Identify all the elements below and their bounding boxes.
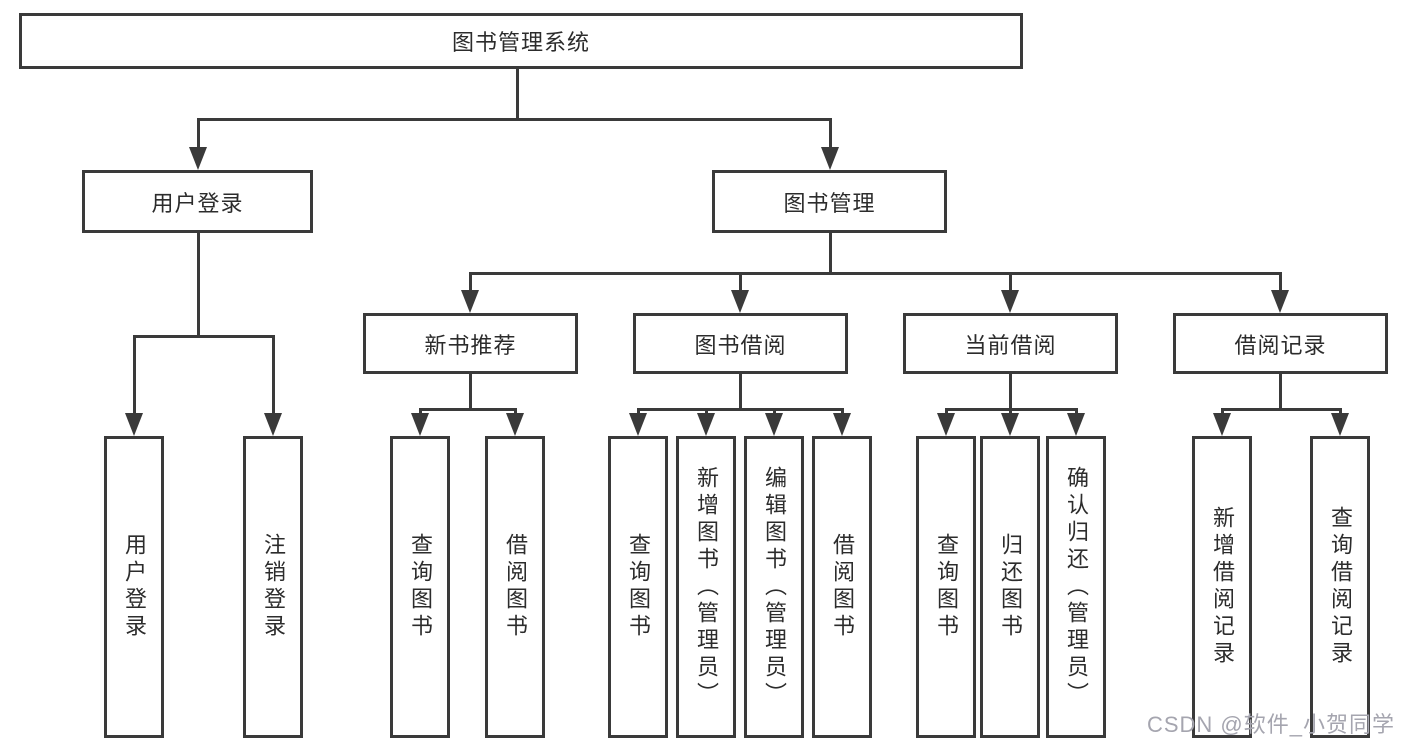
arrowhead-cb-query <box>937 413 955 436</box>
arrowhead-bb-borrow <box>833 413 851 436</box>
connector-root-stem <box>515 68 519 120</box>
connector-borrowing-records-stem <box>1278 373 1282 410</box>
arrowhead-nbr-query <box>411 413 429 436</box>
node-label: 当前借阅 <box>964 332 1057 358</box>
arrowhead-bb-edit <box>765 413 783 436</box>
connector-new-book-rec-bar <box>418 408 517 411</box>
connector-to-cb-query <box>944 408 948 416</box>
leaf-bb-borrow-books: 借阅图书 <box>812 436 872 738</box>
arrowhead-br-query <box>1331 413 1349 436</box>
connector-level2-bar <box>196 118 832 121</box>
arrowhead-leaf-user-login <box>125 413 143 436</box>
connector-to-nbr-query <box>418 408 422 416</box>
connector-to-bb-edit <box>772 408 776 416</box>
connector-to-user-login <box>196 118 200 150</box>
connector-new-book-rec-stem <box>468 373 472 410</box>
node-label: 图书管理系统 <box>451 30 590 55</box>
node-label: 用户登录 <box>122 533 147 641</box>
connector-to-book-borrowing <box>738 272 742 293</box>
connector-to-new-book-rec <box>468 272 472 293</box>
arrowhead-leaf-logout <box>264 413 282 436</box>
connector-book-borrowing-stem <box>738 373 742 410</box>
arrowhead-book-management <box>821 147 839 170</box>
connector-to-leaf-user-login <box>132 335 136 416</box>
arrowhead-cb-return <box>1001 413 1019 436</box>
leaf-cb-confirm-return-admin: 确认归还（管理员） <box>1046 436 1106 738</box>
node-label: 编辑图书（管理员） <box>762 465 787 709</box>
node-label: 查询图书 <box>934 533 959 641</box>
node-label: 查询图书 <box>626 533 651 641</box>
arrowhead-br-add <box>1213 413 1231 436</box>
node-new-book-recommendation: 新书推荐 <box>363 313 578 374</box>
leaf-user-login: 用户登录 <box>104 436 164 738</box>
arrowhead-new-book-rec <box>461 290 479 313</box>
node-label: 归还图书 <box>998 533 1023 641</box>
node-user-login: 用户登录 <box>82 170 313 233</box>
node-label: 查询图书 <box>408 533 433 641</box>
leaf-cb-query-books: 查询图书 <box>916 436 976 738</box>
connector-to-bb-borrow <box>840 408 844 416</box>
node-label: 借阅记录 <box>1234 332 1327 358</box>
node-book-borrowing: 图书借阅 <box>633 313 848 374</box>
leaf-bb-edit-books-admin: 编辑图书（管理员） <box>744 436 804 738</box>
connector-to-bb-add <box>704 408 708 416</box>
connector-to-cb-return <box>1008 408 1012 416</box>
node-book-management: 图书管理 <box>712 170 947 233</box>
leaf-logout: 注销登录 <box>243 436 303 738</box>
connector-borrowing-records-bar <box>1220 408 1342 411</box>
leaf-cb-return-books: 归还图书 <box>980 436 1040 738</box>
node-label: 注销登录 <box>261 533 286 641</box>
node-label: 新书推荐 <box>424 332 517 358</box>
connector-to-current-borrowing <box>1008 272 1012 293</box>
arrowhead-cb-confirm <box>1067 413 1085 436</box>
arrowhead-bb-query <box>629 413 647 436</box>
node-label: 图书管理 <box>783 190 876 216</box>
arrowhead-current-borrowing <box>1001 290 1019 313</box>
leaf-br-add-borrow-record: 新增借阅记录 <box>1192 436 1252 738</box>
connector-to-borrowing-records <box>1278 272 1282 293</box>
node-label: 新增借阅记录 <box>1210 506 1235 668</box>
leaf-nbr-borrow-books: 借阅图书 <box>485 436 545 738</box>
watermark-text: CSDN @软件_小贺同学 <box>1146 712 1395 737</box>
connector-book-management-stem <box>828 232 832 274</box>
connector-to-cb-confirm <box>1074 408 1078 416</box>
node-label: 确认归还（管理员） <box>1064 465 1089 709</box>
connector-to-br-query <box>1338 408 1342 416</box>
node-label: 图书借阅 <box>694 332 787 358</box>
connector-book-borrowing-bar <box>636 408 844 411</box>
arrowhead-nbr-borrow <box>506 413 524 436</box>
node-label: 查询借阅记录 <box>1328 506 1353 668</box>
leaf-br-query-borrow-record: 查询借阅记录 <box>1310 436 1370 738</box>
arrowhead-user-login <box>189 147 207 170</box>
connector-user-login-stem <box>196 232 200 336</box>
connector-to-nbr-borrow <box>513 408 517 416</box>
node-label: 借阅图书 <box>830 533 855 641</box>
node-label: 借阅图书 <box>503 533 528 641</box>
node-current-borrowing: 当前借阅 <box>903 313 1118 374</box>
connector-to-leaf-logout <box>271 335 275 416</box>
leaf-bb-query-books: 查询图书 <box>608 436 668 738</box>
connector-current-borrowing-stem <box>1008 373 1012 410</box>
leaf-bb-add-books-admin: 新增图书（管理员） <box>676 436 736 738</box>
leaf-nbr-query-books: 查询图书 <box>390 436 450 738</box>
arrowhead-book-borrowing <box>731 290 749 313</box>
connector-user-login-bar <box>132 335 275 338</box>
node-label: 用户登录 <box>151 190 244 216</box>
connector-to-book-management <box>828 118 832 150</box>
connector-level3-bar <box>468 272 1282 275</box>
node-root-system: 图书管理系统 <box>19 13 1023 69</box>
arrowhead-borrowing-records <box>1271 290 1289 313</box>
arrowhead-bb-add <box>697 413 715 436</box>
node-borrowing-records: 借阅记录 <box>1173 313 1388 374</box>
node-label: 新增图书（管理员） <box>694 465 719 709</box>
connector-to-br-add <box>1220 408 1224 416</box>
connector-to-bb-query <box>636 408 640 416</box>
